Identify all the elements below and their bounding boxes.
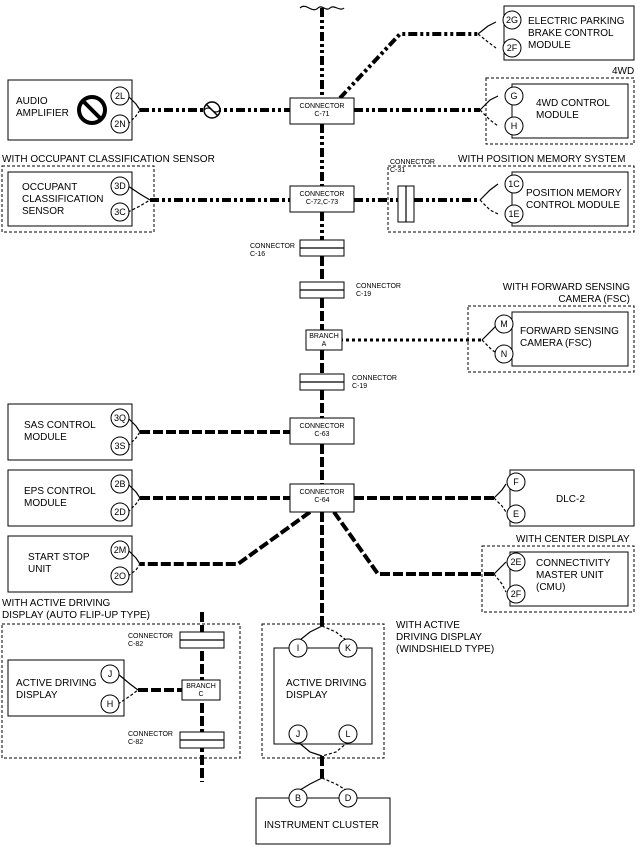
dlc-label: DLC-2 bbox=[556, 494, 585, 505]
pin-epb2: 2F bbox=[507, 43, 518, 53]
pins: 2G 2F 2L 2N G H 3D 3C 1C 1E M N 3Q 3S bbox=[100, 10, 526, 808]
group-cmu-label: WITH CENTER DISPLAY bbox=[516, 534, 630, 545]
pin-fsc2: N bbox=[501, 349, 508, 359]
pin-fsc1: M bbox=[500, 319, 508, 329]
group-pos-label: WITH POSITION MEMORY SYSTEM bbox=[458, 154, 625, 165]
pin-addw4: L bbox=[345, 729, 350, 739]
pin-eps2: 2D bbox=[114, 507, 126, 517]
pin-pos1: 1C bbox=[508, 179, 520, 189]
group-occ-label: WITH OCCUPANT CLASSIFICATION SENSOR bbox=[2, 154, 215, 165]
group-occ: WITH OCCUPANT CLASSIFICATION SENSOR OCCU… bbox=[1, 154, 215, 233]
pin-addw3: J bbox=[296, 729, 301, 739]
wire-cmu bbox=[332, 510, 494, 576]
prohibited-icon bbox=[203, 101, 221, 119]
pin-aud2: 2N bbox=[114, 119, 126, 129]
pin-dlc1: F bbox=[513, 477, 519, 487]
pin-ssu2: 2O bbox=[114, 571, 126, 581]
pin-sas1: 3Q bbox=[114, 413, 126, 423]
break-mark bbox=[299, 5, 345, 11]
pin-aud1: 2L bbox=[115, 91, 125, 101]
group-pos: WITH POSITION MEMORY SYSTEM POSITION MEM… bbox=[387, 154, 635, 233]
pin-occ1: 3D bbox=[114, 181, 126, 191]
wires bbox=[138, 5, 494, 782]
prohibited-icon bbox=[77, 95, 107, 125]
ic-label: INSTRUMENT CLUSTER bbox=[264, 820, 379, 831]
pin-pos2: 1E bbox=[508, 209, 519, 219]
pin-epb1: 2G bbox=[506, 15, 518, 25]
pin-addw2: K bbox=[345, 643, 351, 653]
pin-adda2: H bbox=[107, 699, 114, 709]
pin-cmu1: 2E bbox=[510, 557, 521, 567]
pin-ssu1: 2M bbox=[114, 545, 127, 555]
pin-addw1: I bbox=[297, 643, 300, 653]
pin-sas2: 3S bbox=[114, 441, 125, 451]
node-ic: INSTRUMENT CLUSTER bbox=[255, 797, 391, 845]
node-dlc: DLC-2 bbox=[509, 469, 635, 527]
wire-ssu bbox=[140, 510, 312, 566]
pin-4wd2: H bbox=[511, 121, 518, 131]
pin-eps1: 2B bbox=[114, 479, 125, 489]
pin-ic1: B bbox=[295, 793, 301, 803]
pin-dlc2: E bbox=[513, 509, 519, 519]
wire-epb bbox=[338, 32, 478, 100]
pin-cmu2: 2F bbox=[511, 589, 522, 599]
pin-adda1: J bbox=[108, 669, 113, 679]
pin-occ2: 3C bbox=[114, 207, 126, 217]
group-4wd-label: 4WD bbox=[612, 66, 634, 77]
pin-ic2: D bbox=[345, 793, 352, 803]
pin-4wd1: G bbox=[510, 91, 517, 101]
